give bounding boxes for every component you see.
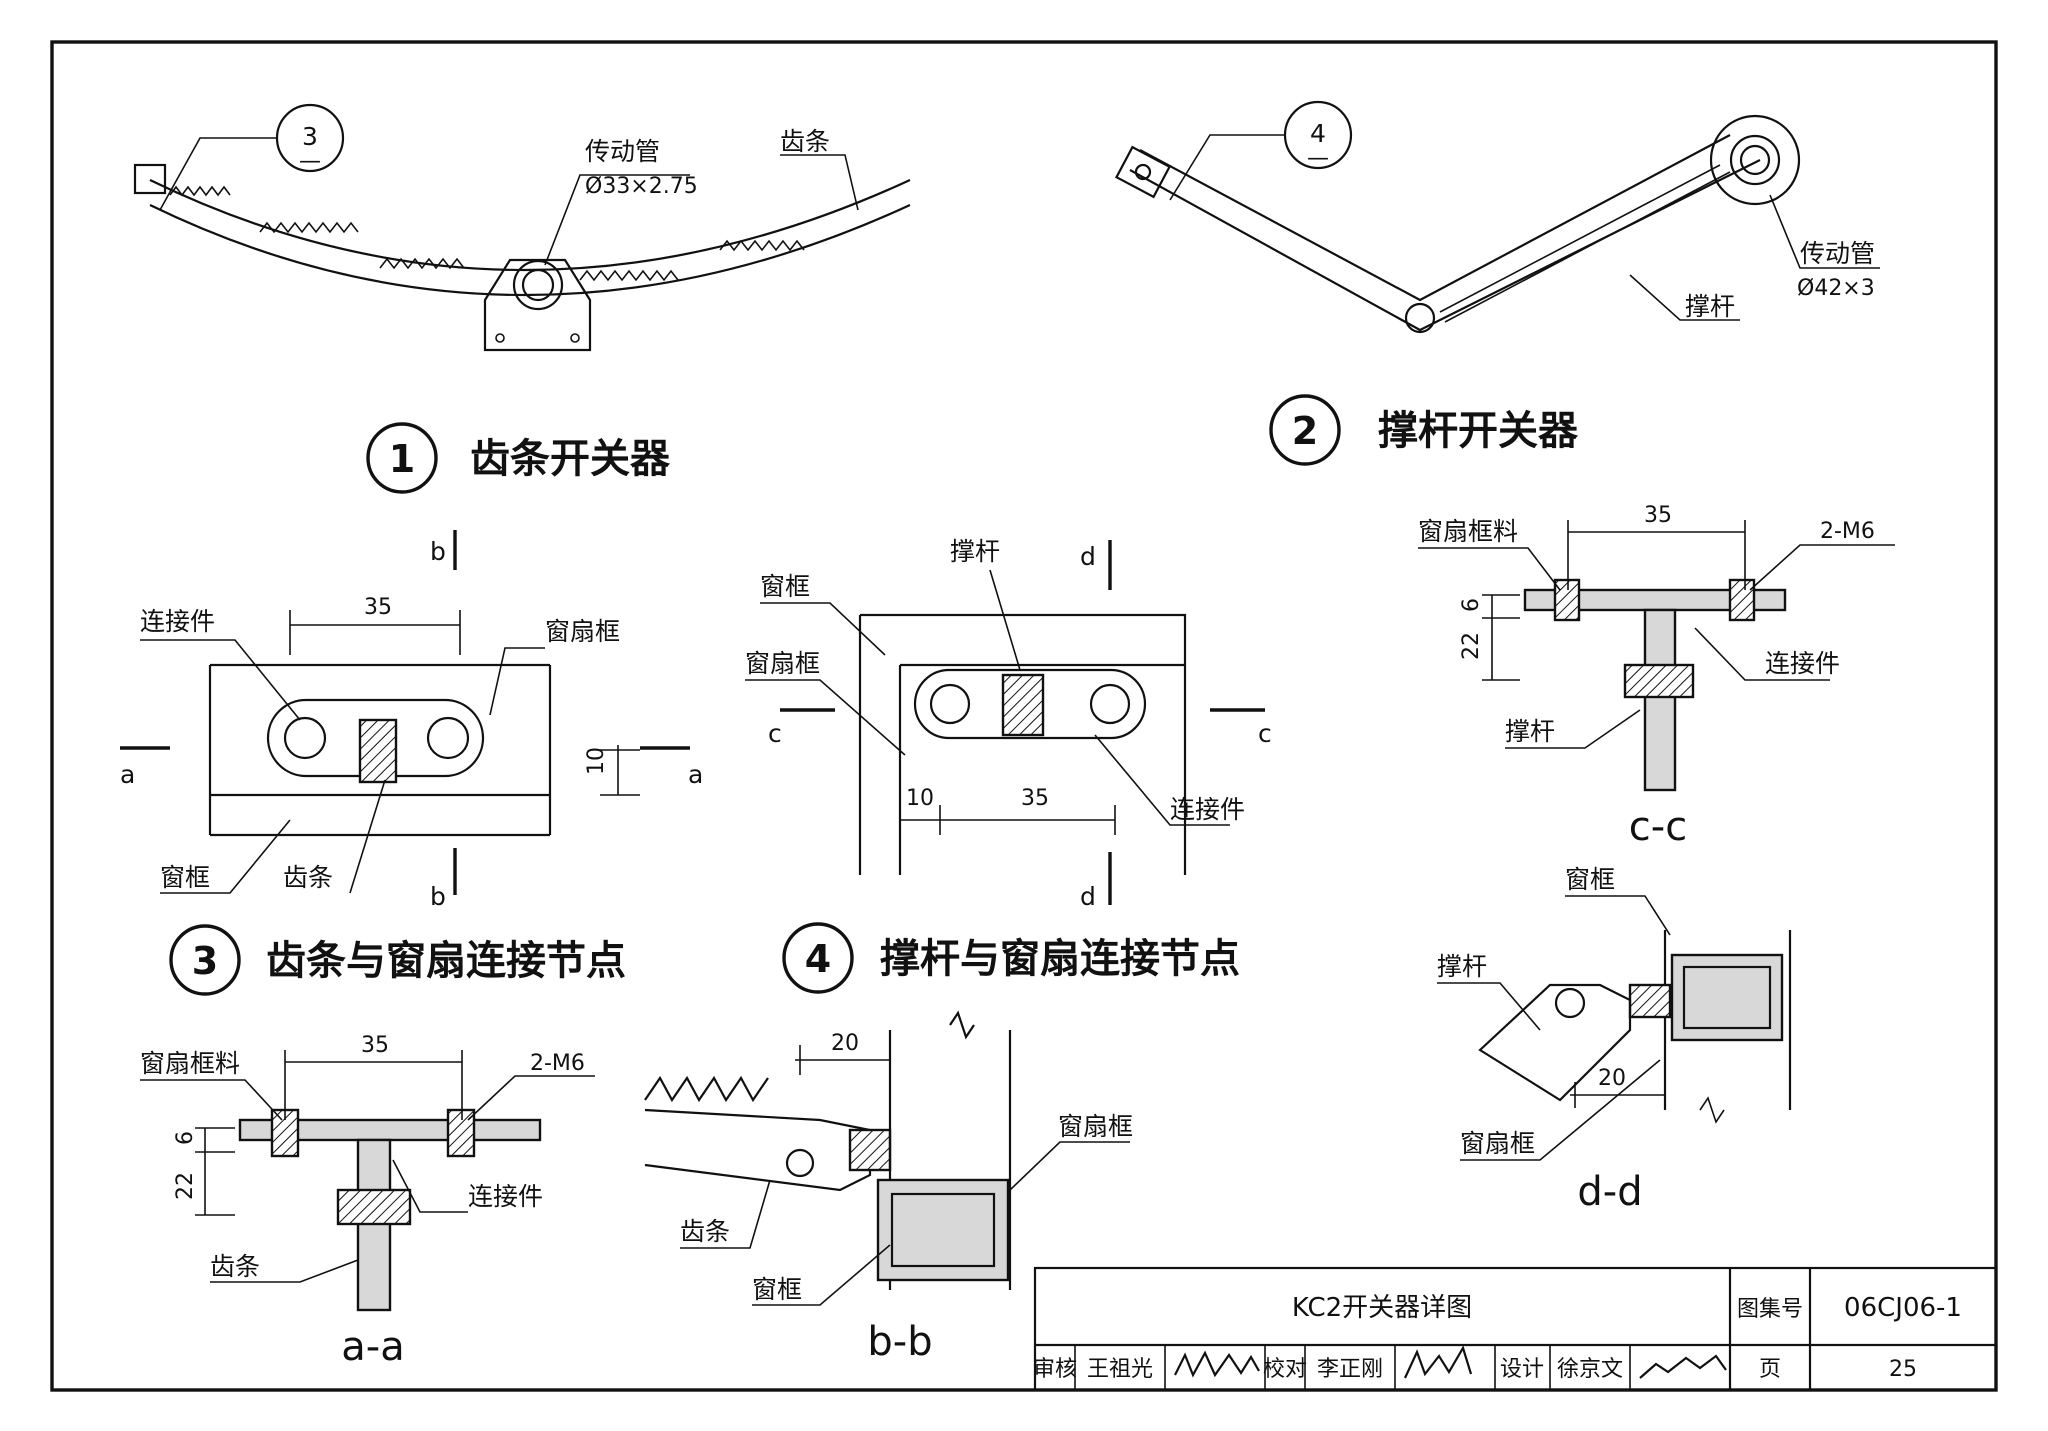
label-arm-d4: 撑杆 <box>950 537 1000 566</box>
title-2-number: 2 <box>1292 409 1318 453</box>
dim-6-cc: 6 <box>1459 598 1484 612</box>
dim-22-cc: 22 <box>1459 632 1484 660</box>
bolt-cc: 2-M6 <box>1820 519 1875 544</box>
reviewer-signature <box>1174 1350 1260 1378</box>
label-arm-cc: 撑杆 <box>1505 717 1555 746</box>
label-pipe-2: 传动管 <box>1800 239 1875 268</box>
dim-20-dd: 20 <box>1598 1066 1626 1091</box>
ref-circle-4-bottom: — <box>1307 146 1329 171</box>
title-aa: a-a <box>341 1324 404 1370</box>
title-3: 齿条与窗扇连接节点 <box>266 938 626 984</box>
label-frame-dd: 窗框 <box>1565 865 1615 894</box>
label-frame-d3: 窗框 <box>160 863 210 892</box>
title-3-circle <box>169 924 241 996</box>
section-cc-drawing <box>1523 578 1787 792</box>
rack-opener-drawing <box>133 163 911 352</box>
check-label: 校对 <box>1263 1357 1307 1382</box>
title-1-number: 1 <box>389 437 415 481</box>
title-block <box>1033 1266 1998 1392</box>
dim-10-d4: 10 <box>906 786 934 811</box>
label-conn-d3: 连接件 <box>140 607 215 636</box>
page-label: 页 <box>1759 1357 1781 1382</box>
designer-name: 徐京文 <box>1557 1357 1623 1382</box>
cut-a-right: a <box>688 760 703 789</box>
dim-10-d3: 10 <box>584 747 609 775</box>
label-arm-2: 撑杆 <box>1685 292 1735 321</box>
design-label: 设计 <box>1500 1357 1544 1382</box>
title-2: 撑杆开关器 <box>1378 408 1579 454</box>
label-conn-aa: 连接件 <box>468 1182 543 1211</box>
label-frame-d4: 窗框 <box>760 572 810 601</box>
section-dd-drawing <box>1478 930 1792 1124</box>
dim-6-aa: 6 <box>173 1131 198 1145</box>
cut-a-left: a <box>120 760 135 789</box>
title-3-number: 3 <box>192 939 218 983</box>
dim-35-cc: 35 <box>1644 503 1672 528</box>
stay-arm-opener-drawing <box>1114 114 1801 334</box>
cut-d-bottom: d <box>1080 882 1096 911</box>
pipe-size-2: Ø42×3 <box>1797 276 1875 301</box>
atlas-number: 06CJ06-1 <box>1844 1293 1962 1323</box>
title-1-circle <box>366 422 438 494</box>
title-2-circle <box>1269 394 1341 466</box>
dim-22-aa: 22 <box>173 1172 198 1200</box>
label-sash-d3: 窗扇框 <box>545 617 620 646</box>
title-4: 撑杆与窗扇连接节点 <box>880 936 1240 982</box>
label-rack-bb: 齿条 <box>680 1217 730 1246</box>
label-rack-d3: 齿条 <box>283 863 333 892</box>
review-label: 审核 <box>1033 1357 1077 1382</box>
title-4-circle <box>782 922 854 994</box>
ref-circle-3-bottom: — <box>299 149 321 174</box>
title-bb: b-b <box>867 1319 932 1365</box>
section-aa-drawing <box>238 1108 542 1312</box>
label-pipe-1: 传动管 <box>585 137 660 166</box>
label-rack-aa: 齿条 <box>210 1252 260 1281</box>
cut-b-bottom: b <box>430 882 446 911</box>
label-rack-1: 齿条 <box>780 127 830 156</box>
stay-arm-sash-node-drawing <box>858 613 1187 875</box>
sheet-border <box>50 40 1998 1392</box>
rack-sash-node-drawing <box>208 663 552 837</box>
label-arm-dd: 撑杆 <box>1437 952 1487 981</box>
dim-35-aa: 35 <box>361 1033 389 1058</box>
title-cc: c-c <box>1629 804 1687 850</box>
bolt-aa: 2-M6 <box>530 1051 585 1076</box>
pipe-size-1: Ø33×2.75 <box>585 174 698 199</box>
label-sash-dd: 窗扇框 <box>1460 1129 1535 1158</box>
label-sash-mat-aa: 窗扇框料 <box>140 1049 240 1078</box>
dim-35-d4: 35 <box>1021 786 1049 811</box>
label-sash-bb: 窗扇框 <box>1058 1112 1133 1141</box>
ref-circle-3-top: 3 <box>302 122 318 151</box>
cut-c-left: c <box>768 719 782 748</box>
label-frame-bb: 窗框 <box>752 1275 802 1304</box>
label-sash-mat-cc: 窗扇框料 <box>1418 517 1518 546</box>
cut-d-top: d <box>1080 542 1096 571</box>
title-dd: d-d <box>1577 1169 1642 1215</box>
title-4-number: 4 <box>805 937 831 981</box>
dim-35-d3: 35 <box>364 595 392 620</box>
cut-b-top: b <box>430 537 446 566</box>
title-1: 齿条开关器 <box>470 436 671 482</box>
cut-c-right: c <box>1258 719 1272 748</box>
ref-circle-4-top: 4 <box>1310 119 1326 148</box>
label-conn-cc: 连接件 <box>1765 649 1840 678</box>
atlas-label: 图集号 <box>1737 1297 1803 1322</box>
dim-20-bb: 20 <box>831 1031 859 1056</box>
label-sash-d4: 窗扇框 <box>745 649 820 678</box>
checker-name: 李正刚 <box>1317 1357 1383 1382</box>
page-number: 25 <box>1889 1357 1917 1382</box>
checker-signature <box>1404 1345 1473 1379</box>
designer-signature <box>1639 1354 1727 1379</box>
label-conn-d4: 连接件 <box>1170 795 1245 824</box>
drawing-title: KC2开关器详图 <box>1292 1293 1472 1323</box>
reviewer-name: 王祖光 <box>1087 1357 1153 1382</box>
